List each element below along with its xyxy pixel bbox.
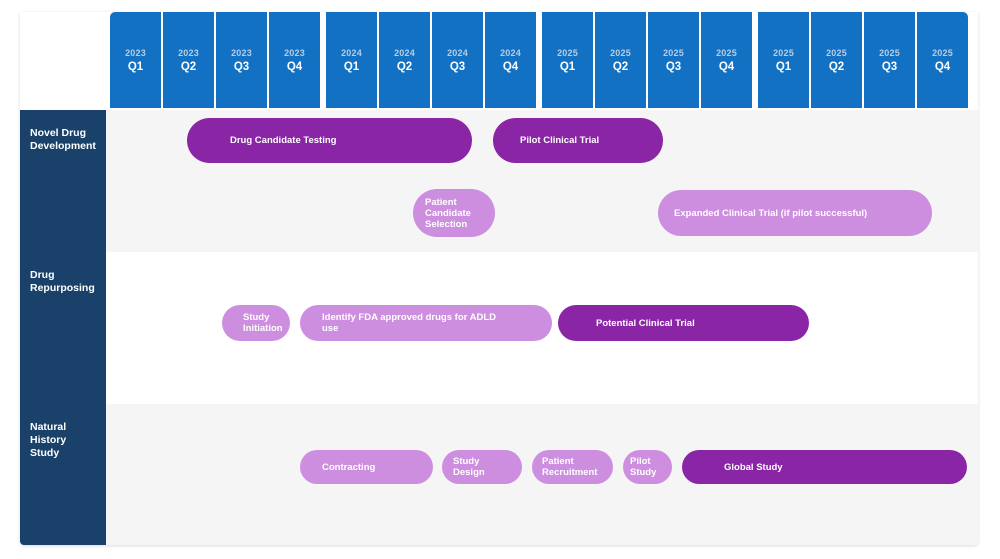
task-bar-patient-recruitment: Patient Recruitment bbox=[532, 450, 613, 484]
task-bar-label: Patient Recruitment bbox=[542, 456, 598, 478]
year-label: 2024 bbox=[394, 47, 415, 58]
year-label: 2025 bbox=[773, 47, 794, 58]
row-natural-history-study: Natural History Study Contracting Study … bbox=[20, 404, 978, 545]
quarter-label: Q2 bbox=[612, 60, 629, 73]
quarter-header-cell: 2023 Q4 bbox=[269, 12, 320, 108]
year-label: 2025 bbox=[610, 47, 631, 58]
quarter-label: Q4 bbox=[718, 60, 735, 73]
year-group-2024: 2024 Q1 2024 Q2 2024 Q3 2024 Q4 bbox=[326, 12, 536, 108]
year-label: 2025 bbox=[557, 47, 578, 58]
task-bar-potential-clinical-trial: Potential Clinical Trial bbox=[558, 305, 809, 341]
quarter-label: Q1 bbox=[127, 60, 144, 73]
quarter-label: Q3 bbox=[449, 60, 466, 73]
task-bar-label: Drug Candidate Testing bbox=[230, 135, 337, 146]
quarter-header-cell: 2025 Q4 bbox=[917, 12, 968, 108]
year-label: 2024 bbox=[447, 47, 468, 58]
task-bar-label: Study Initiation bbox=[243, 312, 283, 334]
quarter-header-cell: 2023 Q2 bbox=[163, 12, 214, 108]
quarter-label: Q3 bbox=[881, 60, 898, 73]
year-group-2025: 2025 Q1 2025 Q2 2025 Q3 2025 Q4 bbox=[542, 12, 752, 108]
task-bar-label: Study Design bbox=[453, 456, 485, 478]
year-label: 2023 bbox=[125, 47, 146, 58]
year-label: 2025 bbox=[879, 47, 900, 58]
year-label: 2025 bbox=[663, 47, 684, 58]
task-bar-label: Identify FDA approved drugs for ADLD use bbox=[322, 312, 496, 334]
task-bar-label: Pilot Clinical Trial bbox=[520, 135, 600, 146]
quarter-header-cell: 2025 Q3 bbox=[648, 12, 699, 108]
task-bar-study-design: Study Design bbox=[442, 450, 522, 484]
category-label-novel-drug-development: Novel Drug Development bbox=[20, 110, 106, 252]
task-bar-label: Pilot Study bbox=[630, 456, 657, 478]
row-track: Study Initiation Identify FDA approved d… bbox=[106, 252, 978, 404]
task-bar-expanded-clinical-trial: Expanded Clinical Trial (if pilot succes… bbox=[658, 190, 932, 236]
task-bar-contracting: Contracting bbox=[300, 450, 433, 484]
task-bar-label: Potential Clinical Trial bbox=[596, 317, 695, 329]
quarter-header-cell: 2024 Q3 bbox=[432, 12, 483, 108]
task-bar-label: Expanded Clinical Trial (if pilot succes… bbox=[674, 207, 868, 219]
quarter-header-cell: 2024 Q2 bbox=[379, 12, 430, 108]
year-label: 2024 bbox=[500, 47, 521, 58]
quarter-label: Q4 bbox=[502, 60, 519, 73]
quarter-label: Q2 bbox=[180, 60, 197, 73]
quarter-label: Q1 bbox=[559, 60, 576, 73]
task-bar-pilot-study: Pilot Study bbox=[623, 450, 672, 484]
year-group-2025-second: 2025 Q1 2025 Q2 2025 Q3 2025 Q4 bbox=[758, 12, 968, 108]
row-track: Contracting Study Design Patient Recruit… bbox=[106, 404, 978, 545]
quarter-label: Q3 bbox=[233, 60, 250, 73]
year-label: 2023 bbox=[284, 47, 305, 58]
quarter-label: Q4 bbox=[286, 60, 303, 73]
quarter-header-cell: 2025 Q2 bbox=[595, 12, 646, 108]
task-bar-label: Global Study bbox=[724, 461, 783, 473]
task-bar-pilot-clinical-trial: Pilot Clinical Trial bbox=[493, 118, 663, 163]
quarter-header-cell: 2023 Q1 bbox=[110, 12, 161, 108]
year-label: 2025 bbox=[826, 47, 847, 58]
quarter-label: Q4 bbox=[934, 60, 951, 73]
quarter-header-cell: 2024 Q4 bbox=[485, 12, 536, 108]
quarter-label: Q1 bbox=[775, 60, 792, 73]
task-bar-label: Contracting bbox=[322, 461, 376, 473]
task-bar-global-study: Global Study bbox=[682, 450, 967, 484]
quarter-label: Q2 bbox=[828, 60, 845, 73]
year-label: 2024 bbox=[341, 47, 362, 58]
roadmap-timeline-chart: 2023 Q1 2023 Q2 2023 Q3 2023 Q4 bbox=[20, 12, 978, 545]
quarter-header-cell: 2025 Q4 bbox=[701, 12, 752, 108]
task-bar-drug-candidate-testing: Drug Candidate Testing bbox=[187, 118, 472, 163]
quarter-label: Q3 bbox=[665, 60, 682, 73]
task-bar-study-initiation: Study Initiation bbox=[222, 305, 290, 341]
quarter-header-cell: 2025 Q1 bbox=[542, 12, 593, 108]
quarter-header-cell: 2025 Q2 bbox=[811, 12, 862, 108]
task-bar-identify-fda-approved-drugs: Identify FDA approved drugs for ADLD use bbox=[300, 305, 552, 341]
year-label: 2023 bbox=[178, 47, 199, 58]
task-bar-label: Patient Candidate Selection bbox=[425, 196, 471, 230]
year-label: 2025 bbox=[716, 47, 737, 58]
category-label-drug-repurposing: Drug Repurposing bbox=[20, 252, 106, 404]
header-corner-cell bbox=[20, 12, 106, 108]
category-label-natural-history-study: Natural History Study bbox=[20, 404, 106, 545]
quarter-header-cell: 2024 Q1 bbox=[326, 12, 377, 108]
row-track: Drug Candidate Testing Pilot Clinical Tr… bbox=[106, 110, 978, 252]
row-drug-repurposing: Drug Repurposing Study Initiation Identi… bbox=[20, 252, 978, 404]
year-group-2023: 2023 Q1 2023 Q2 2023 Q3 2023 Q4 bbox=[110, 12, 320, 108]
timeline-header: 2023 Q1 2023 Q2 2023 Q3 2023 Q4 bbox=[20, 12, 978, 108]
quarter-label: Q1 bbox=[343, 60, 360, 73]
year-label: 2023 bbox=[231, 47, 252, 58]
task-bar-patient-candidate-selection: Patient Candidate Selection bbox=[413, 189, 495, 237]
quarter-header-cell: 2025 Q1 bbox=[758, 12, 809, 108]
timeline-body: Novel Drug Development Drug Candidate Te… bbox=[20, 110, 978, 545]
quarter-label: Q2 bbox=[396, 60, 413, 73]
quarter-header-cell: 2025 Q3 bbox=[864, 12, 915, 108]
quarter-column-groups: 2023 Q1 2023 Q2 2023 Q3 2023 Q4 bbox=[110, 12, 978, 108]
row-novel-drug-development: Novel Drug Development Drug Candidate Te… bbox=[20, 110, 978, 252]
year-label: 2025 bbox=[932, 47, 953, 58]
quarter-header-cell: 2023 Q3 bbox=[216, 12, 267, 108]
